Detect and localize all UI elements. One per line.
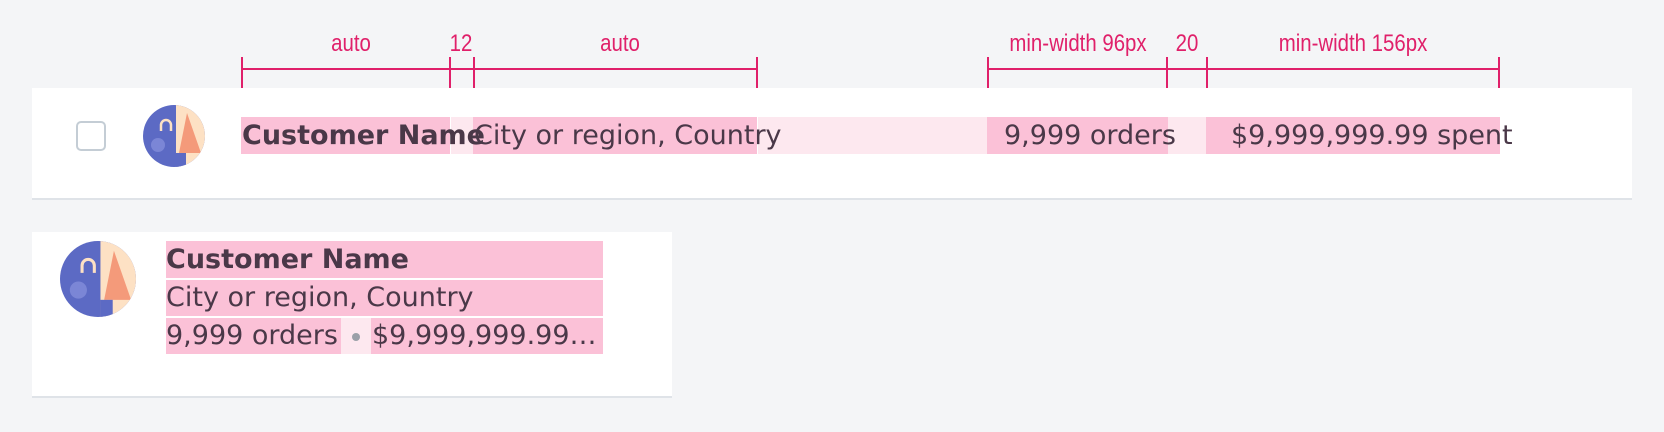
spent-highlight [1206, 117, 1500, 154]
measure-label-spent: min-width 156px [1278, 30, 1428, 57]
measure-tick [1166, 57, 1168, 101]
measure-tick [1206, 57, 1208, 101]
measure-line-right [988, 68, 1499, 70]
measure-label-name: auto [331, 30, 371, 57]
name-highlight [241, 117, 450, 154]
measure-tick [756, 57, 758, 101]
measure-line-left [242, 68, 756, 70]
orders-highlight [987, 117, 1168, 154]
measure-tick [241, 57, 243, 101]
measure-tick [1498, 57, 1500, 101]
avatar-icon [143, 105, 205, 167]
checkbox-icon[interactable] [76, 121, 106, 151]
row-gap-highlight [451, 117, 473, 154]
stacked-location-highlight [166, 280, 603, 316]
avatar-icon [60, 241, 136, 317]
customer-spent: $9,999,999.99 spent [1231, 120, 1513, 151]
measure-label-gap-small: 12 [449, 30, 473, 57]
measure-label-location: auto [600, 30, 640, 57]
stacked-customer-spent: $9,999,999.99… [372, 320, 597, 351]
row-gap-highlight [1168, 117, 1206, 154]
stacked-name-highlight [166, 241, 603, 278]
measure-tick [987, 57, 989, 101]
customer-orders: 9,999 orders [1004, 120, 1176, 151]
measure-label-gap-large: 20 [1175, 30, 1199, 57]
stacked-customer-name: Customer Name [166, 244, 409, 275]
separator-dot-icon [352, 333, 360, 341]
measure-label-orders: min-width 96px [1009, 30, 1147, 57]
stacked-orders-highlight [166, 318, 341, 354]
customer-location: City or region, Country [474, 120, 782, 151]
measure-tick [449, 57, 451, 101]
row-spacer-highlight [758, 117, 987, 154]
stacked-customer-location: City or region, Country [166, 282, 474, 313]
measure-tick [473, 57, 475, 101]
customer-name: Customer Name [242, 120, 485, 151]
stacked-customer-orders: 9,999 orders [166, 320, 338, 351]
location-highlight [473, 117, 757, 154]
stacked-spent-highlight [371, 318, 603, 354]
